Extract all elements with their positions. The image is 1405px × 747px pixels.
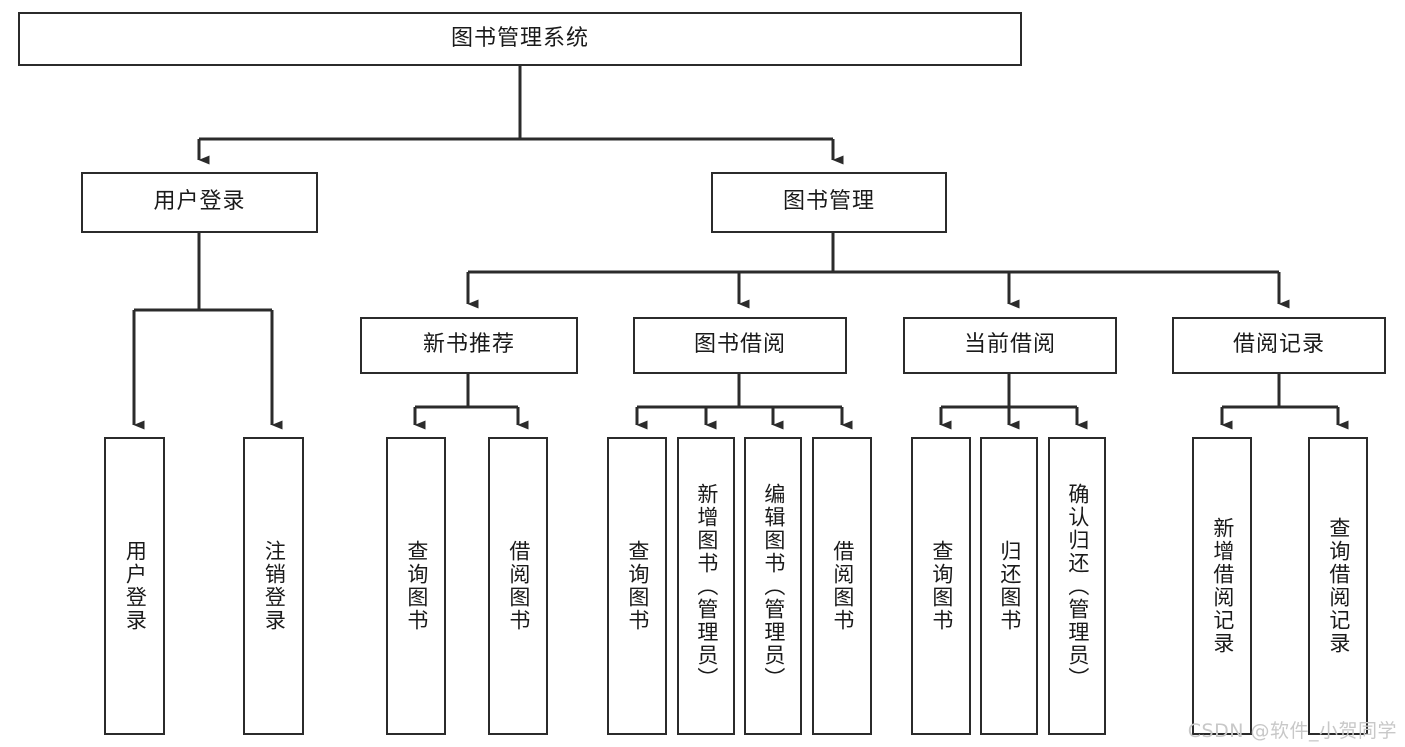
leaf-return-book-label: 归还图书 bbox=[997, 540, 1022, 632]
leaf-query-book-3-inner: 查询图书 bbox=[913, 439, 969, 733]
node-root-book-management-system[interactable]: 图书管理系统 bbox=[18, 12, 1022, 66]
leaf-add-borrow-record-label: 新增借阅记录 bbox=[1210, 517, 1235, 655]
node-user-login-label: 用户登录 bbox=[153, 189, 246, 215]
leaf-add-book-admin[interactable]: 新增图书（管理员） bbox=[677, 437, 735, 735]
node-new-book-recommend-label: 新书推荐 bbox=[422, 332, 515, 358]
leaf-borrow-book-1[interactable]: 借阅图书 bbox=[488, 437, 548, 735]
leaf-query-book-1-inner: 查询图书 bbox=[388, 439, 444, 733]
node-book-management-label: 图书管理 bbox=[782, 189, 875, 215]
leaf-add-borrow-record[interactable]: 新增借阅记录 bbox=[1192, 437, 1252, 735]
leaf-query-book-1[interactable]: 查询图书 bbox=[386, 437, 446, 735]
leaf-borrow-book-2[interactable]: 借阅图书 bbox=[812, 437, 872, 735]
leaf-query-book-3[interactable]: 查询图书 bbox=[911, 437, 971, 735]
leaf-return-book-inner: 归还图书 bbox=[982, 439, 1036, 733]
node-user-login[interactable]: 用户登录 bbox=[81, 172, 318, 233]
node-book-borrow-label: 图书借阅 bbox=[693, 332, 786, 358]
leaf-borrow-book-1-label: 借阅图书 bbox=[506, 540, 531, 632]
leaf-user-login-inner: 用户登录 bbox=[106, 439, 163, 733]
leaf-confirm-return-admin[interactable]: 确认归还（管理员） bbox=[1048, 437, 1106, 735]
edges bbox=[132, 66, 1349, 430]
leaf-edit-book-admin-label: 编辑图书（管理员） bbox=[761, 482, 786, 690]
leaf-query-book-3-label: 查询图书 bbox=[929, 540, 954, 632]
leaf-edit-book-admin-inner: 编辑图书（管理员） bbox=[746, 439, 800, 733]
leaf-query-borrow-record[interactable]: 查询借阅记录 bbox=[1308, 437, 1368, 735]
leaf-user-login-label: 用户登录 bbox=[123, 540, 148, 632]
node-borrow-record[interactable]: 借阅记录 bbox=[1172, 317, 1386, 374]
leaf-logout-login-inner: 注销登录 bbox=[245, 439, 302, 733]
leaf-user-login[interactable]: 用户登录 bbox=[104, 437, 165, 735]
node-new-book-recommend[interactable]: 新书推荐 bbox=[360, 317, 578, 374]
node-current-borrow-label: 当前借阅 bbox=[963, 332, 1056, 358]
leaf-return-book[interactable]: 归还图书 bbox=[980, 437, 1038, 735]
leaf-query-book-1-label: 查询图书 bbox=[404, 540, 429, 632]
leaf-query-book-2-inner: 查询图书 bbox=[609, 439, 665, 733]
leaf-logout-login[interactable]: 注销登录 bbox=[243, 437, 304, 735]
node-borrow-record-label: 借阅记录 bbox=[1232, 332, 1325, 358]
leaf-add-book-admin-label: 新增图书（管理员） bbox=[694, 482, 719, 690]
leaf-query-book-2[interactable]: 查询图书 bbox=[607, 437, 667, 735]
leaf-borrow-book-2-inner: 借阅图书 bbox=[814, 439, 870, 733]
leaf-borrow-book-2-label: 借阅图书 bbox=[830, 540, 855, 632]
node-root-label: 图书管理系统 bbox=[450, 25, 589, 51]
leaf-confirm-return-admin-inner: 确认归还（管理员） bbox=[1050, 439, 1104, 733]
leaf-add-book-admin-inner: 新增图书（管理员） bbox=[679, 439, 733, 733]
leaf-add-borrow-record-inner: 新增借阅记录 bbox=[1194, 439, 1250, 733]
leaf-edit-book-admin[interactable]: 编辑图书（管理员） bbox=[744, 437, 802, 735]
leaf-query-borrow-record-label: 查询借阅记录 bbox=[1326, 517, 1351, 655]
node-book-borrow[interactable]: 图书借阅 bbox=[633, 317, 847, 374]
leaf-borrow-book-1-inner: 借阅图书 bbox=[490, 439, 546, 733]
leaf-query-borrow-record-inner: 查询借阅记录 bbox=[1310, 439, 1366, 733]
node-current-borrow[interactable]: 当前借阅 bbox=[903, 317, 1117, 374]
leaf-confirm-return-admin-label: 确认归还（管理员） bbox=[1065, 482, 1090, 690]
node-book-management[interactable]: 图书管理 bbox=[711, 172, 947, 233]
leaf-logout-login-label: 注销登录 bbox=[262, 540, 287, 632]
leaf-query-book-2-label: 查询图书 bbox=[625, 540, 650, 632]
